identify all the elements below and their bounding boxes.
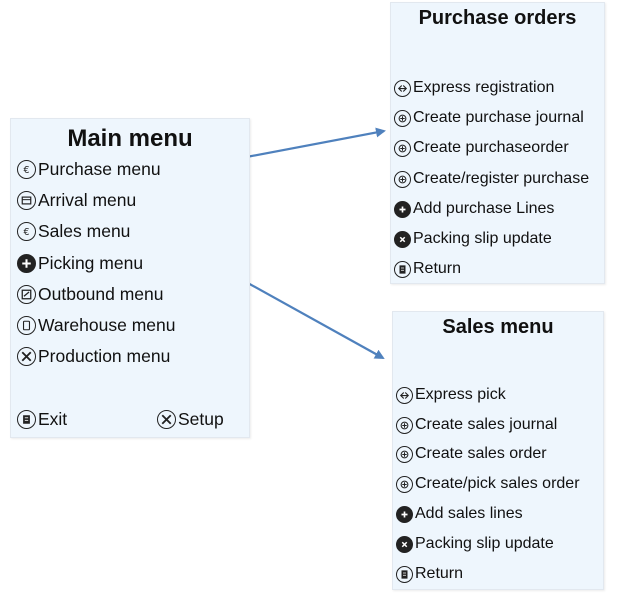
create-icon <box>396 445 413 463</box>
create-icon <box>394 170 411 188</box>
menu-item-return[interactable]: Return <box>396 563 463 585</box>
warehouse-icon <box>17 315 36 335</box>
exit-label: Exit <box>38 408 68 429</box>
outbound-icon <box>17 284 36 304</box>
menu-item-arrival[interactable]: Arrival menu <box>17 188 136 212</box>
packing-icon <box>396 535 413 553</box>
menu-item-express-pick[interactable]: Express pick <box>396 384 506 406</box>
menu-item-label: Arrival menu <box>38 189 137 210</box>
menu-item-add-purchase-lines[interactable]: Add purchase Lines <box>394 198 554 220</box>
return-icon <box>396 565 413 583</box>
menu-item-label: Express registration <box>413 79 555 96</box>
menu-item-create-purchaseorder[interactable]: Create purchaseorder <box>394 137 569 159</box>
arrival-icon <box>17 190 36 210</box>
purchase-orders-title: Purchase orders <box>418 7 577 29</box>
menu-item-sales[interactable]: € Sales menu <box>17 219 130 243</box>
production-icon <box>17 346 36 366</box>
purchase-icon: € <box>17 159 36 179</box>
menu-item-packing-slip-update[interactable]: Packing slip update <box>394 228 552 250</box>
menu-item-label: Return <box>415 565 464 582</box>
return-icon <box>394 260 411 278</box>
add-icon <box>394 200 411 218</box>
menu-item-label: Create purchaseorder <box>413 139 569 156</box>
menu-item-label: Picking menu <box>38 252 144 273</box>
menu-item-warehouse[interactable]: Warehouse menu <box>17 313 175 337</box>
menu-item-create-sales-journal[interactable]: Create sales journal <box>396 414 557 436</box>
menu-item-label: Create purchase journal <box>413 109 584 126</box>
express-icon <box>396 386 413 404</box>
svg-text:€: € <box>24 226 30 237</box>
menu-item-label: Create sales journal <box>415 416 558 433</box>
add-icon <box>396 505 413 523</box>
setup-button[interactable]: Setup <box>157 407 224 431</box>
menu-item-create-register-purchase[interactable]: Create/register purchase <box>394 168 589 190</box>
menu-item-production[interactable]: Production menu <box>17 344 170 368</box>
menu-item-return[interactable]: Return <box>394 258 461 280</box>
create-icon <box>394 139 411 157</box>
menu-item-packing-slip-update[interactable]: Packing slip update <box>396 533 554 555</box>
menu-item-label: Add purchase Lines <box>413 200 555 217</box>
sales-icon: € <box>17 221 36 241</box>
exit-icon <box>17 409 36 429</box>
sales-menu-title: Sales menu <box>442 316 554 338</box>
create-icon <box>396 416 413 434</box>
create-icon <box>396 475 413 493</box>
menu-item-label: Create/register purchase <box>413 170 590 187</box>
menu-item-create-sales-order[interactable]: Create sales order <box>396 443 547 465</box>
menu-item-label: Create sales order <box>415 445 547 462</box>
menu-item-label: Warehouse menu <box>38 314 176 335</box>
express-icon <box>394 79 411 97</box>
menu-item-label: Purchase menu <box>38 158 161 179</box>
purchase-orders-panel: Purchase orders Express registration Cre… <box>390 2 605 284</box>
menu-item-outbound[interactable]: Outbound menu <box>17 282 164 306</box>
main-menu-panel: Main menu € Purchase menu Arrival menu €… <box>10 118 250 438</box>
menu-item-label: Production menu <box>38 345 171 366</box>
menu-item-label: Packing slip update <box>413 230 552 247</box>
menu-item-add-sales-lines[interactable]: Add sales lines <box>396 503 523 525</box>
create-icon <box>394 109 411 127</box>
main-menu-title: Main menu <box>67 125 193 152</box>
packing-icon <box>394 230 411 248</box>
exit-button[interactable]: Exit <box>17 407 67 431</box>
sales-menu-panel: Sales menu Express pick Create sales jou… <box>392 311 604 590</box>
menu-item-label: Add sales lines <box>415 505 523 522</box>
setup-icon <box>157 409 176 429</box>
menu-item-label: Express pick <box>415 386 506 403</box>
menu-item-label: Create/pick sales order <box>415 475 580 492</box>
menu-item-express-registration[interactable]: Express registration <box>394 77 554 99</box>
setup-label: Setup <box>178 408 224 429</box>
svg-text:€: € <box>24 164 30 175</box>
menu-item-label: Sales menu <box>38 220 131 241</box>
picking-icon <box>17 253 36 273</box>
menu-item-picking[interactable]: Picking menu <box>17 251 143 275</box>
menu-item-label: Return <box>413 260 462 277</box>
menu-item-label: Packing slip update <box>415 535 554 552</box>
menu-item-label: Outbound menu <box>38 283 164 304</box>
menu-item-purchase[interactable]: € Purchase menu <box>17 157 161 181</box>
menu-item-create-purchase-journal[interactable]: Create purchase journal <box>394 107 584 129</box>
menu-item-create-pick-sales-order[interactable]: Create/pick sales order <box>396 473 580 495</box>
